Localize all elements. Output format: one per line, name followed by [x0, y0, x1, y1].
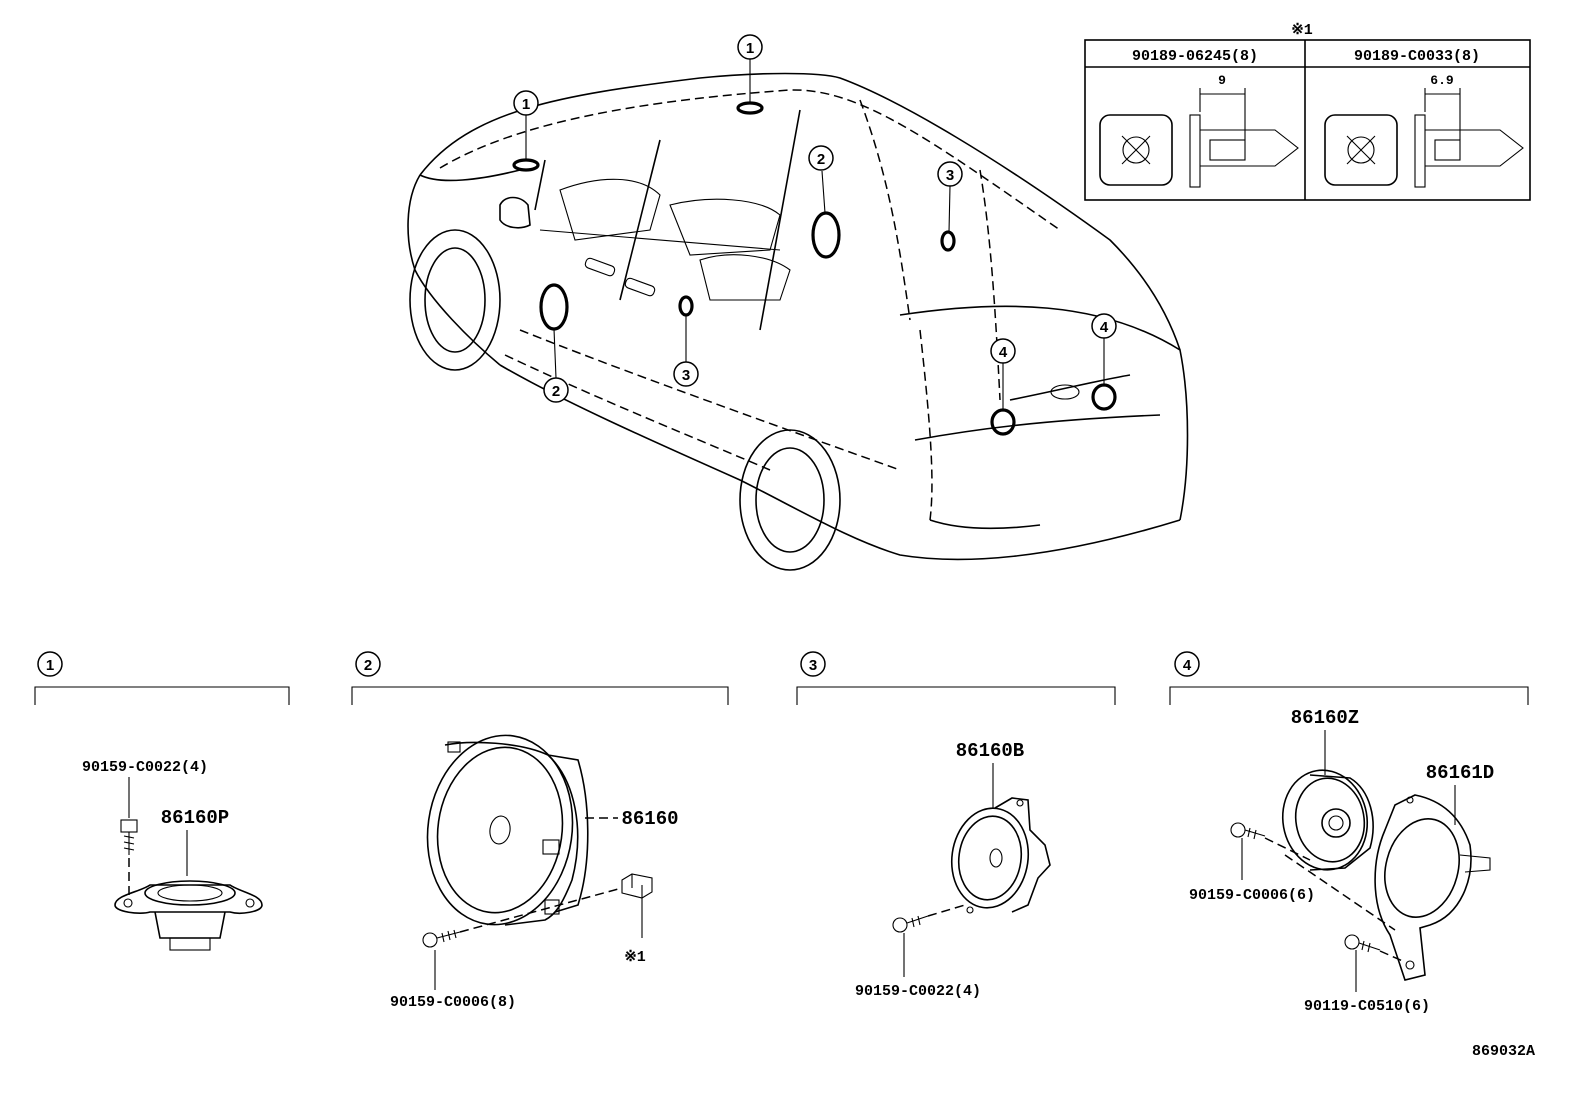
- clip-col2-part: 90189-C0033(8): [1354, 48, 1480, 65]
- screw-icon: [892, 915, 929, 933]
- svg-text:4: 4: [1183, 657, 1192, 674]
- part-label-86160: 86160: [621, 808, 678, 830]
- svg-text:1: 1: [522, 96, 530, 113]
- svg-text:3: 3: [809, 657, 817, 674]
- clip-icon-2: 6.9: [1324, 73, 1524, 188]
- callout-2a: 2: [808, 145, 834, 171]
- rear-speaker-icon: [1281, 769, 1374, 871]
- group-3-header: 3: [796, 651, 1116, 705]
- screw-icon: [422, 929, 461, 948]
- part-label-90119-C0510-6: 90119-C0510(6): [1304, 998, 1430, 1015]
- group-3: 86160B 90159-C0022(4): [855, 740, 1051, 1000]
- part-label-90159-C0022-4-b: 90159-C0022(4): [855, 983, 981, 1000]
- svg-text:1: 1: [46, 657, 54, 674]
- svg-text:3: 3: [946, 167, 954, 184]
- callout-1a: 1: [513, 90, 539, 116]
- part-label-86160B: 86160B: [956, 740, 1024, 762]
- clip-icon-1: 9: [1099, 73, 1299, 188]
- group-1: 90159-C0022(4) 86160P: [82, 759, 263, 951]
- group-4-header: 4: [1169, 651, 1529, 705]
- callout-3a: 3: [937, 161, 963, 187]
- svg-text:4: 4: [1100, 319, 1109, 336]
- svg-text:2: 2: [817, 151, 825, 168]
- vehicle-illustration: [407, 72, 1189, 571]
- screw-icon: [1344, 934, 1381, 953]
- tweeter-speaker-icon: [114, 880, 263, 951]
- callout-2b: 2: [543, 377, 569, 403]
- clip-col1-dim: 9: [1218, 73, 1226, 88]
- part-label-90159-C0006-6: 90159-C0006(6): [1189, 887, 1315, 904]
- part-label-86160Z: 86160Z: [1291, 707, 1359, 729]
- clip-table: ※1 90189-06245(8) 90189-C0033(8) 9: [1084, 22, 1531, 201]
- svg-text:1: 1: [746, 40, 754, 57]
- part-label-90159-C0006-8: 90159-C0006(8): [390, 994, 516, 1011]
- svg-text:2: 2: [364, 657, 372, 674]
- svg-text:3: 3: [682, 367, 690, 384]
- mid-speaker-icon: [950, 797, 1051, 914]
- screw-icon: [1230, 822, 1266, 840]
- clip-col2-dim: 6.9: [1430, 73, 1454, 88]
- door-speaker-icon: [426, 734, 589, 926]
- group-headers: 1 2 3 4: [34, 651, 1529, 705]
- part-label-86161D: 86161D: [1426, 762, 1494, 784]
- callout-4b: 4: [1091, 313, 1117, 339]
- group-1-header: 1: [34, 651, 290, 705]
- car-callouts: 1 1 2 2 3 3 4 4: [513, 34, 1117, 403]
- group-2: 86160 90159-C0006(8) ※1: [390, 734, 679, 1011]
- speaker-bracket-icon: [1374, 794, 1491, 981]
- clip-table-note-mark: ※1: [1291, 22, 1313, 39]
- callout-3b: 3: [673, 361, 699, 387]
- note-mark-1: ※1: [624, 949, 646, 966]
- clip-icon: [621, 873, 653, 938]
- screw-icon: [120, 819, 138, 855]
- part-label-86160P: 86160P: [161, 807, 229, 829]
- callout-4a: 4: [990, 338, 1016, 364]
- diagram-code: 869032A: [1472, 1043, 1535, 1060]
- clip-col1-part: 90189-06245(8): [1132, 48, 1258, 65]
- svg-text:4: 4: [999, 344, 1008, 361]
- callout-1b: 1: [737, 34, 763, 60]
- group-2-header: 2: [351, 651, 729, 705]
- group-4: 86160Z 86161D 90159-C0006(6): [1189, 707, 1494, 1015]
- part-label-90159-C0022-4-a: 90159-C0022(4): [82, 759, 208, 776]
- svg-text:2: 2: [552, 383, 560, 400]
